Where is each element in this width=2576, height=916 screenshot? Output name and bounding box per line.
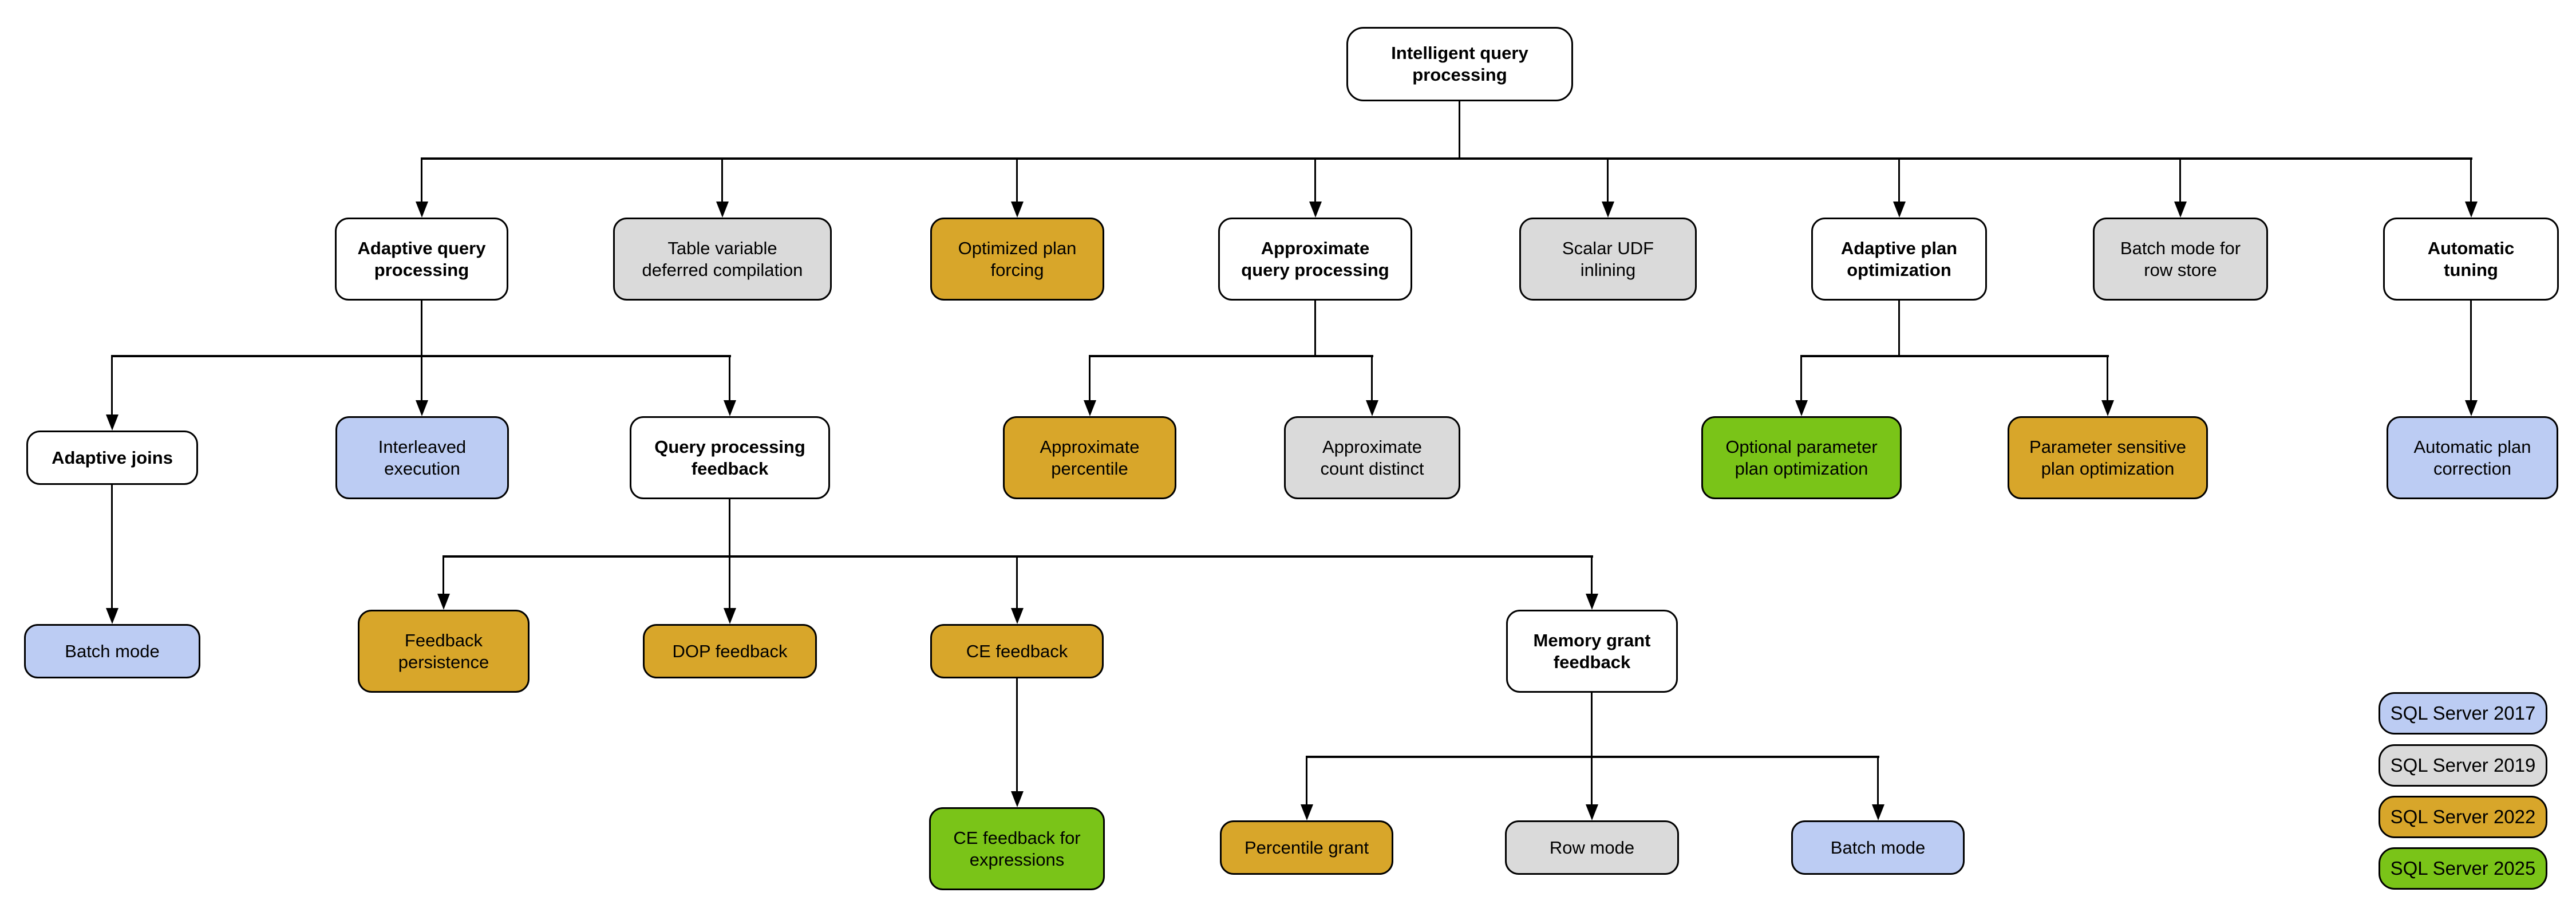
connector-bus <box>1800 355 2109 357</box>
connector-drop <box>421 159 422 205</box>
connector-drop <box>1089 356 1091 402</box>
arrowhead <box>2101 400 2114 416</box>
node-optional-parameter-plan-optimization: Optional parameter plan optimization <box>1701 416 1902 499</box>
node-dop-feedback: DOP feedback <box>643 624 817 678</box>
legend-sql-server-2017: SQL Server 2017 <box>2379 692 2547 735</box>
node-memory-grant-feedback: Memory grant feedback <box>1506 610 1678 693</box>
node-ce-feedback-for-expressions: CE feedback for expressions <box>929 807 1105 890</box>
connector-drop <box>1591 757 1593 807</box>
connector-drop <box>1016 556 1018 610</box>
connector-drop <box>1306 757 1307 807</box>
arrowhead <box>1011 202 1024 218</box>
arrowhead <box>1602 202 1614 218</box>
arrowhead <box>416 400 428 416</box>
node-batch-mode-adaptive-joins: Batch mode <box>24 624 200 678</box>
connector-stem <box>1591 693 1593 758</box>
node-approximate-percentile: Approximate percentile <box>1003 416 1176 499</box>
node-batch-mode-for-row-store: Batch mode for row store <box>2093 218 2268 301</box>
node-optimized-plan-forcing: Optimized plan forcing <box>930 218 1104 301</box>
connector-drop <box>1371 356 1373 402</box>
legend-sql-server-2019: SQL Server 2019 <box>2379 744 2547 787</box>
connector-drop <box>1016 678 1018 793</box>
arrowhead <box>2465 202 2478 218</box>
node-table-variable-deferred-compilation: Table variable deferred compilation <box>613 218 832 301</box>
connector-root-stem <box>1459 101 1460 159</box>
connector-drop <box>2470 301 2472 402</box>
connector-root-bus <box>421 157 2472 160</box>
connector-stem <box>729 499 730 556</box>
connector-drop <box>2179 159 2181 205</box>
node-percentile-grant: Percentile grant <box>1220 820 1393 875</box>
connector-drop <box>1877 757 1879 807</box>
arrowhead <box>106 608 118 624</box>
node-adaptive-plan-optimization: Adaptive plan optimization <box>1811 218 1987 301</box>
node-adaptive-query-processing: Adaptive query processing <box>335 218 508 301</box>
node-ce-feedback: CE feedback <box>930 624 1104 678</box>
connector-drop <box>1016 159 1018 205</box>
arrowhead <box>1795 400 1808 416</box>
node-row-mode: Row mode <box>1505 820 1679 875</box>
node-approximate-query-processing: Approximate query processing <box>1218 218 1412 301</box>
node-intelligent-query-processing: Intelligent query processing <box>1346 27 1573 101</box>
connector-drop <box>442 556 444 596</box>
connector-drop <box>2470 159 2472 205</box>
node-batch-mode-memory-grant: Batch mode <box>1791 820 1965 875</box>
arrowhead <box>106 414 118 431</box>
connector-stem <box>1314 301 1316 357</box>
node-scalar-udf-inlining: Scalar UDF inlining <box>1519 218 1697 301</box>
arrowhead <box>1872 804 1884 820</box>
node-query-processing-feedback: Query processing feedback <box>630 416 830 499</box>
connector-drop <box>1607 159 1609 205</box>
node-adaptive-joins: Adaptive joins <box>26 431 198 485</box>
connector-bus <box>1306 756 1879 758</box>
arrowhead <box>437 594 450 610</box>
arrowhead <box>1301 804 1313 820</box>
connector-drop <box>1591 556 1593 596</box>
arrowhead <box>416 202 428 218</box>
arrowhead <box>1084 400 1096 416</box>
arrowhead <box>2465 400 2478 416</box>
node-parameter-sensitive-plan-optimization: Parameter sensitive plan optimization <box>2008 416 2208 499</box>
node-feedback-persistence: Feedback persistence <box>358 610 530 693</box>
node-interleaved-execution: Interleaved execution <box>335 416 509 499</box>
arrowhead <box>1309 202 1322 218</box>
connector-bus <box>442 555 1593 558</box>
connector-drop <box>111 485 113 610</box>
node-automatic-plan-correction: Automatic plan correction <box>2387 416 2558 499</box>
arrowhead <box>1011 608 1024 624</box>
connector-drop <box>1314 159 1316 205</box>
legend-sql-server-2022: SQL Server 2022 <box>2379 796 2547 838</box>
connector-drop <box>2107 356 2108 402</box>
connector-drop <box>1898 159 1900 205</box>
arrowhead <box>1586 804 1598 820</box>
arrowhead <box>2174 202 2187 218</box>
connector-stem <box>1898 301 1900 357</box>
connector-drop <box>421 356 422 402</box>
connector-drop <box>729 356 730 402</box>
arrowhead <box>724 400 736 416</box>
connector-drop <box>1800 356 1802 402</box>
arrowhead <box>724 608 736 624</box>
connector-drop <box>729 556 730 610</box>
arrowhead <box>1893 202 1906 218</box>
arrowhead <box>1586 594 1598 610</box>
connector-bus <box>1089 355 1373 357</box>
node-automatic-tuning: Automatic tuning <box>2383 218 2559 301</box>
connector-stem <box>421 301 422 357</box>
connector-drop <box>721 159 723 205</box>
arrowhead <box>1011 791 1024 807</box>
legend-sql-server-2025: SQL Server 2025 <box>2379 847 2547 890</box>
arrowhead <box>1366 400 1378 416</box>
node-approximate-count-distinct: Approximate count distinct <box>1284 416 1460 499</box>
connector-drop <box>111 356 113 417</box>
arrowhead <box>716 202 729 218</box>
